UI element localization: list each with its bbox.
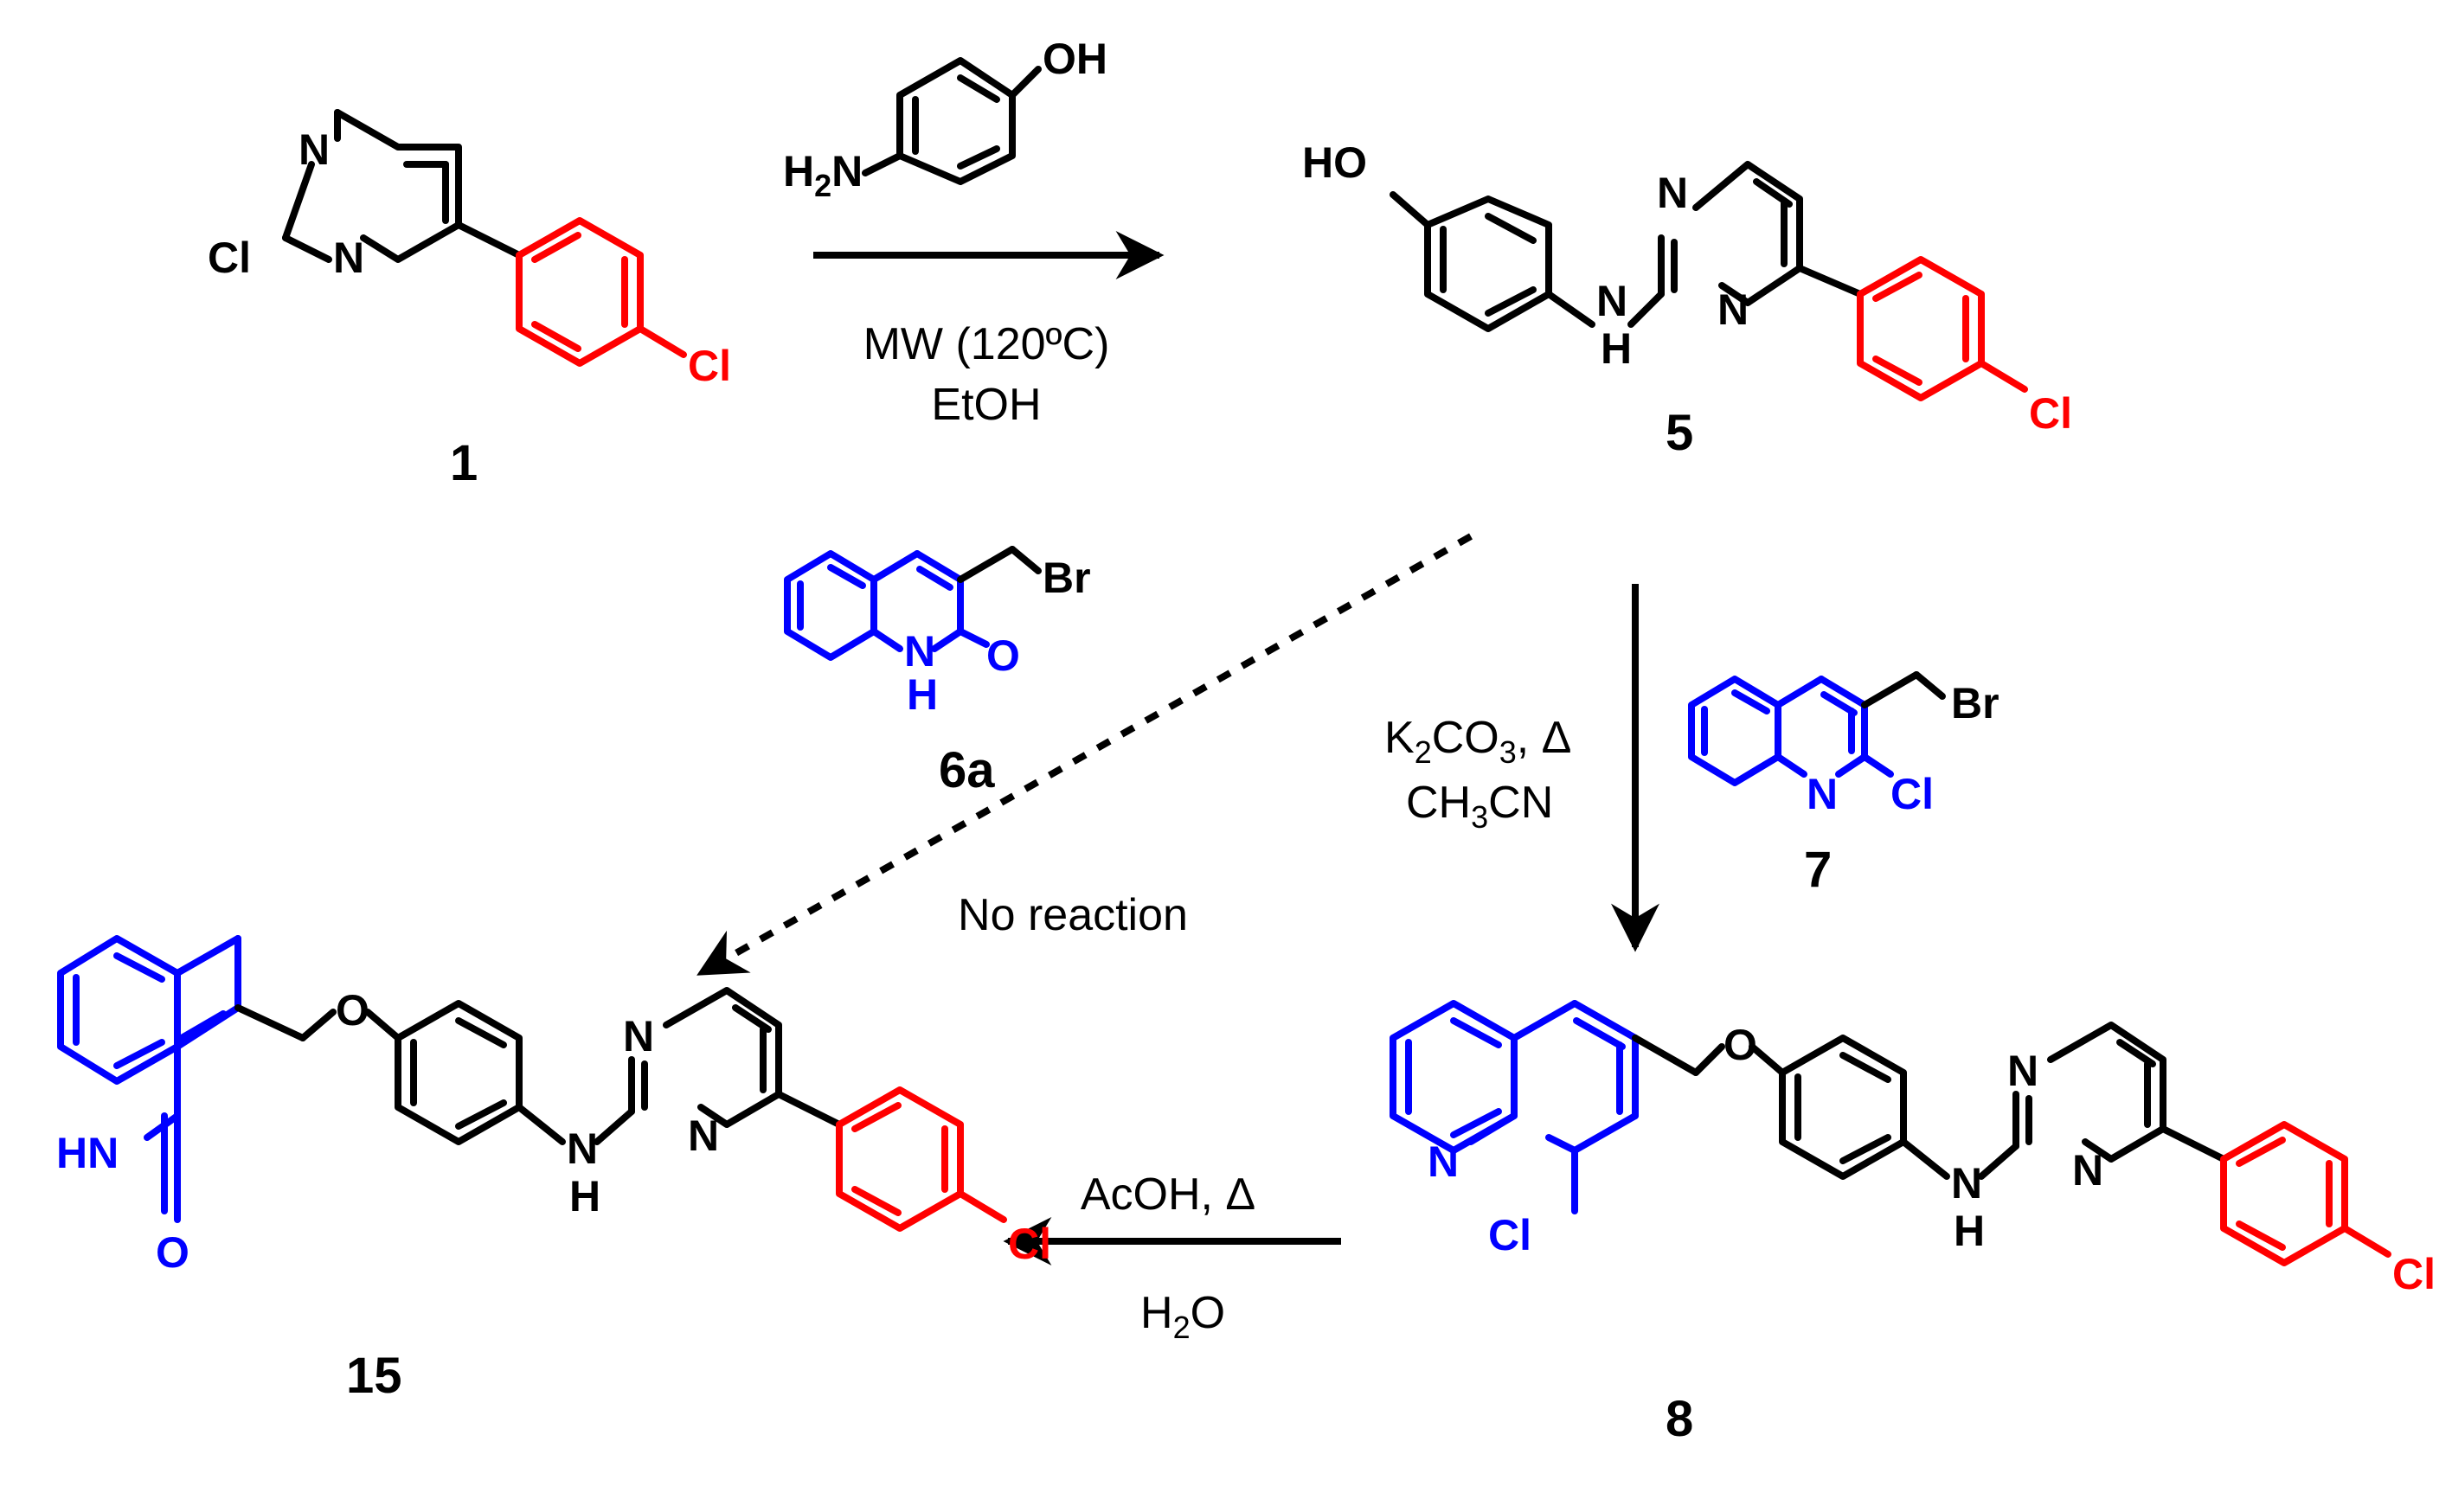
compound-15-n1: N (623, 1012, 654, 1060)
compound-8-label: 8 (1666, 1391, 1693, 1447)
compound-1 (282, 109, 687, 367)
compound-5-nh-n: N (1596, 277, 1627, 325)
compound-8-nh-n: N (1951, 1159, 1982, 1208)
compound-8-n: N (1428, 1137, 1459, 1186)
compound-1-n1: N (298, 125, 330, 174)
compound-8 (1390, 1000, 2391, 1266)
compound-5-ho: HO (1302, 138, 1367, 187)
compound-15-chlorophenyl (836, 1086, 1007, 1232)
compound-8-chloroquinoline (1390, 1000, 1639, 1214)
compound-1-pyrimidine-ring (334, 109, 462, 263)
compound-8-nh-h: H (1954, 1207, 1985, 1255)
compound-8-n3: N (2072, 1146, 2103, 1195)
compound-7-n: N (1807, 770, 1838, 818)
step1-condition-2: EtOH (931, 380, 1041, 430)
compound-15-label: 15 (346, 1348, 402, 1404)
compound-7 (1688, 671, 1946, 786)
compound-6a (784, 546, 1042, 661)
compound-7-cl: Cl (1890, 770, 1934, 818)
compound-8-cl: Cl (1488, 1211, 1531, 1259)
compound-15-nh-n: N (567, 1124, 598, 1173)
compound-5-n3: N (1717, 285, 1749, 334)
aminophenol-oh: OH (1043, 35, 1107, 83)
compound-5 (1390, 161, 2028, 401)
compound-8-aryl-cl: Cl (2392, 1250, 2436, 1298)
compound-15-nh-h: H (569, 1172, 600, 1220)
compound-7-label: 7 (1804, 842, 1832, 898)
compound-15-hn: HN (56, 1129, 119, 1177)
compound-6a-label: 6a (939, 742, 995, 798)
svg-text:CH3CN: CH3CN (1406, 778, 1553, 835)
compound-6a-o: O (986, 631, 1020, 680)
svg-text:K2CO3, Δ: K2CO3, Δ (1384, 713, 1571, 770)
svg-text:H2N: H2N (783, 147, 863, 203)
compound-8-o: O (1723, 1021, 1757, 1069)
compound-5-label: 5 (1666, 405, 1693, 461)
compound-15 (57, 935, 1007, 1232)
no-reaction-label: No reaction (958, 890, 1188, 940)
compound-5-nh-h: H (1601, 324, 1632, 373)
compound-1-label: 1 (450, 435, 478, 491)
step2-condition-1: K2CO3, Δ (1384, 713, 1571, 770)
compound-5-aryl-cl: Cl (2029, 389, 2072, 438)
step2-condition-2: CH3CN (1406, 778, 1553, 835)
compound-7-br: Br (1951, 679, 1999, 727)
compound-8-chlorophenyl (2220, 1121, 2391, 1266)
compound-5-chlorophenyl (1857, 256, 2028, 401)
step3-condition-1: AcOH, Δ (1081, 1169, 1255, 1220)
compound-15-carbonyl-o: O (156, 1228, 189, 1277)
aminophenol-nh2: H2N (783, 147, 863, 203)
compound-1-aryl-cl: Cl (688, 342, 731, 390)
step3-condition-2: H2O (1140, 1288, 1225, 1345)
compound-15-aryl-cl: Cl (1008, 1220, 1051, 1268)
compound-8-n1: N (2007, 1047, 2038, 1095)
compound-1-chlorophenyl (516, 217, 687, 367)
compound-1-n3: N (333, 234, 364, 282)
reagent-aminophenol (862, 57, 1042, 185)
compound-15-quinolinone (57, 935, 241, 1223)
compound-15-ether-o: O (336, 986, 369, 1035)
step1-condition-1: MW (120ºC) (863, 319, 1110, 369)
compound-6a-br: Br (1043, 554, 1091, 602)
failed-reaction-arrow (696, 533, 1473, 977)
compound-5-n1: N (1657, 169, 1688, 217)
compound-6a-n: N (904, 627, 935, 676)
compound-15-n3: N (688, 1112, 719, 1160)
svg-text:H2O: H2O (1140, 1288, 1225, 1345)
compound-1-cl: Cl (208, 234, 251, 282)
compound-6a-h: H (907, 670, 938, 719)
